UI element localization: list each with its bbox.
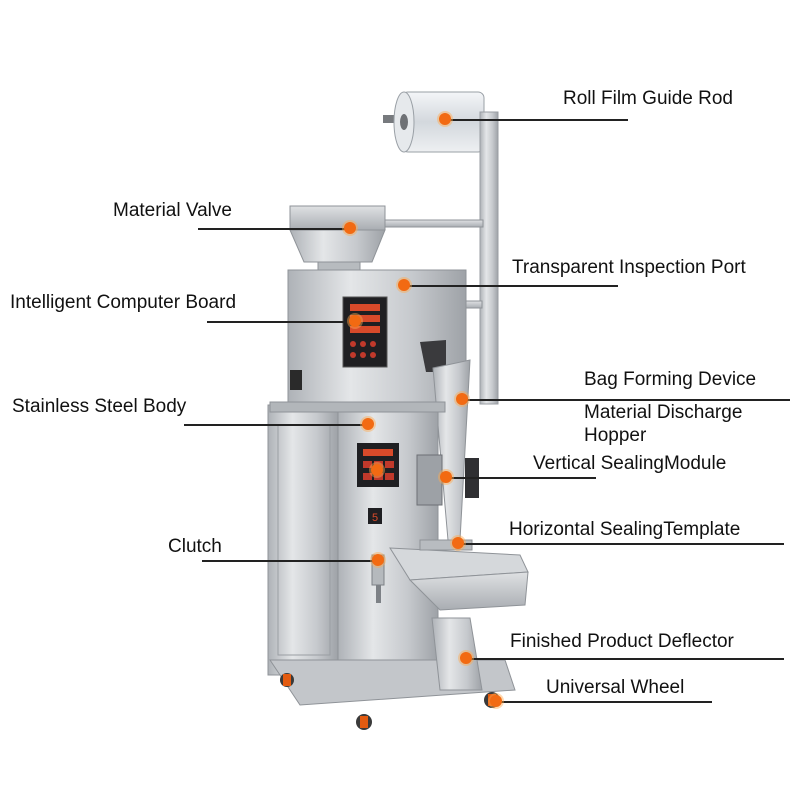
callout-dot-bag-forming: [456, 393, 468, 405]
label-material-valve: Material Valve: [113, 200, 232, 221]
callout-dot-clutch: [372, 554, 384, 566]
callout-dot-inspection-port: [398, 279, 410, 291]
leader-line-steel-body: [184, 424, 368, 426]
callout-dot-computer-board: [349, 315, 361, 327]
upper-rod: [384, 219, 484, 228]
label-roll-film-guide-rod: Roll Film Guide Rod: [563, 88, 733, 109]
label-horizontal-sealing-template: Horizontal SealingTemplate: [509, 519, 741, 540]
leader-line-inspection-port: [404, 285, 618, 287]
material-hopper: [289, 205, 386, 273]
leader-line-deflector: [466, 658, 784, 660]
leader-line-bag-forming: [462, 399, 790, 401]
label-material-discharge: Material Discharge: [584, 402, 743, 423]
label-hopper: Hopper: [584, 425, 647, 446]
vertical-sealing-module: [416, 454, 479, 506]
callout-dot-steel-body: [362, 418, 374, 430]
label-finished-product-deflector: Finished Product Deflector: [510, 631, 734, 652]
label-vertical-sealing-module: Vertical SealingModule: [533, 453, 727, 474]
horizontal-sealing-tray: [389, 539, 529, 611]
callout-dot-horizontal-sealing: [452, 537, 464, 549]
label-clutch: Clutch: [168, 536, 222, 557]
callout-dot-universal-wheel: [490, 695, 502, 707]
callout-dot-roll-film: [439, 113, 451, 125]
label-universal-wheel: Universal Wheel: [546, 677, 685, 698]
leader-line-computer-board: [207, 321, 355, 323]
callout-dot-material-valve: [344, 222, 356, 234]
computer-board-panel: [342, 296, 388, 368]
leader-line-universal-wheel: [496, 701, 712, 703]
callout-dot-deflector: [460, 652, 472, 664]
label-transparent-inspection-port: Transparent Inspection Port: [512, 257, 746, 278]
label-stainless-steel-body: Stainless Steel Body: [12, 396, 187, 417]
leader-line-clutch: [202, 560, 378, 562]
leader-line-material-valve: [198, 228, 350, 230]
roll-film: [383, 91, 485, 153]
callout-dot-control-panel: [371, 464, 383, 476]
panel-digit: 5: [372, 512, 378, 524]
label-intelligent-computer-board: Intelligent Computer Board: [10, 292, 237, 313]
label-bag-forming-device: Bag Forming Device: [584, 369, 757, 390]
leader-line-roll-film: [445, 119, 628, 121]
leader-line-horizontal-sealing: [458, 543, 784, 545]
guide-rod-column: [479, 111, 499, 405]
callout-dot-vertical-sealing: [440, 471, 452, 483]
finished-product-deflector: [431, 617, 483, 691]
leader-line-vertical-sealing: [446, 477, 596, 479]
